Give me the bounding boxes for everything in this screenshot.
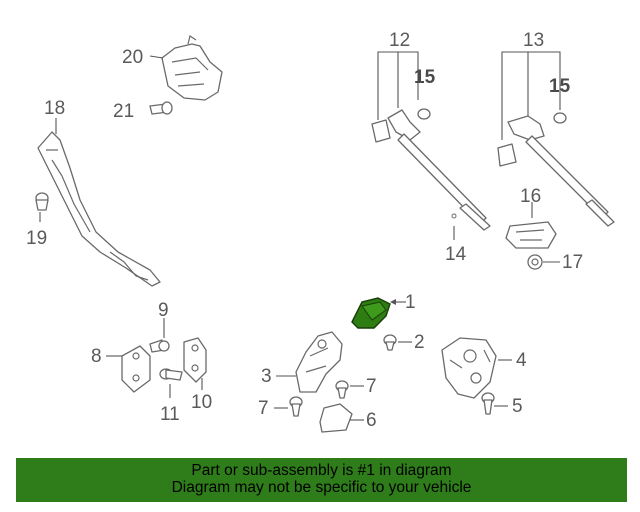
leader-20 bbox=[149, 55, 164, 59]
callout-12: 12 bbox=[389, 30, 410, 51]
banner-line-2: Diagram may not be specific to your vehi… bbox=[171, 479, 472, 496]
parts-diagram: 20 21 18 19 12 15 14 13 15 bbox=[26, 30, 615, 433]
part-18-panel bbox=[37, 131, 161, 287]
part-16-actuator bbox=[505, 221, 557, 249]
leader-13-bracket bbox=[501, 51, 561, 140]
callout-3: 3 bbox=[261, 366, 272, 387]
part-21-bolt bbox=[149, 101, 173, 115]
part-14-clip bbox=[451, 213, 457, 219]
part-11-bolt bbox=[159, 368, 183, 381]
callout-8: 8 bbox=[91, 346, 102, 367]
part-8-hinge bbox=[121, 345, 151, 393]
callout-19: 19 bbox=[26, 228, 47, 249]
callout-7-upper: 7 bbox=[366, 376, 377, 397]
callout-17: 17 bbox=[562, 252, 583, 273]
part-7-bolt-lower bbox=[289, 396, 303, 417]
callout-15-right: 15 bbox=[549, 76, 571, 97]
part-1-highlighted bbox=[351, 297, 391, 329]
part-13-strut bbox=[497, 112, 615, 227]
arrow-1 bbox=[390, 299, 396, 305]
part-7-bolt-upper bbox=[335, 380, 349, 399]
callout-15-left: 15 bbox=[414, 67, 436, 88]
info-banner: Part or sub-assembly is #1 in diagram Di… bbox=[16, 458, 627, 502]
part-19-screw bbox=[35, 192, 49, 211]
callout-13: 13 bbox=[523, 30, 544, 51]
callout-20: 20 bbox=[122, 47, 143, 68]
callout-11: 11 bbox=[160, 404, 180, 425]
part-12-strut bbox=[371, 108, 491, 231]
part-17-nut bbox=[527, 254, 543, 270]
callout-6: 6 bbox=[366, 410, 377, 431]
callout-21: 21 bbox=[113, 101, 134, 122]
leader-12-bracket bbox=[377, 51, 419, 120]
callout-2: 2 bbox=[414, 332, 425, 353]
part-6-striker bbox=[319, 403, 353, 433]
part-2-bolt bbox=[383, 334, 397, 351]
callout-10: 10 bbox=[191, 392, 212, 413]
part-10-hinge bbox=[183, 337, 207, 383]
callout-5: 5 bbox=[512, 396, 523, 417]
callout-18: 18 bbox=[44, 98, 65, 119]
callout-1: 1 bbox=[405, 292, 416, 313]
callout-9: 9 bbox=[158, 300, 169, 321]
callout-7-lower: 7 bbox=[258, 398, 269, 419]
part-20-bracket bbox=[161, 35, 223, 101]
part-5-bolt bbox=[481, 392, 495, 415]
banner-line-1: Part or sub-assembly is #1 in diagram bbox=[191, 462, 452, 479]
part-3-latch-bracket bbox=[295, 331, 343, 393]
part-4-latch bbox=[441, 337, 497, 399]
callout-16: 16 bbox=[520, 186, 541, 207]
callout-14: 14 bbox=[445, 244, 467, 265]
callout-4: 4 bbox=[516, 350, 527, 371]
part-9-bolt bbox=[149, 339, 170, 353]
